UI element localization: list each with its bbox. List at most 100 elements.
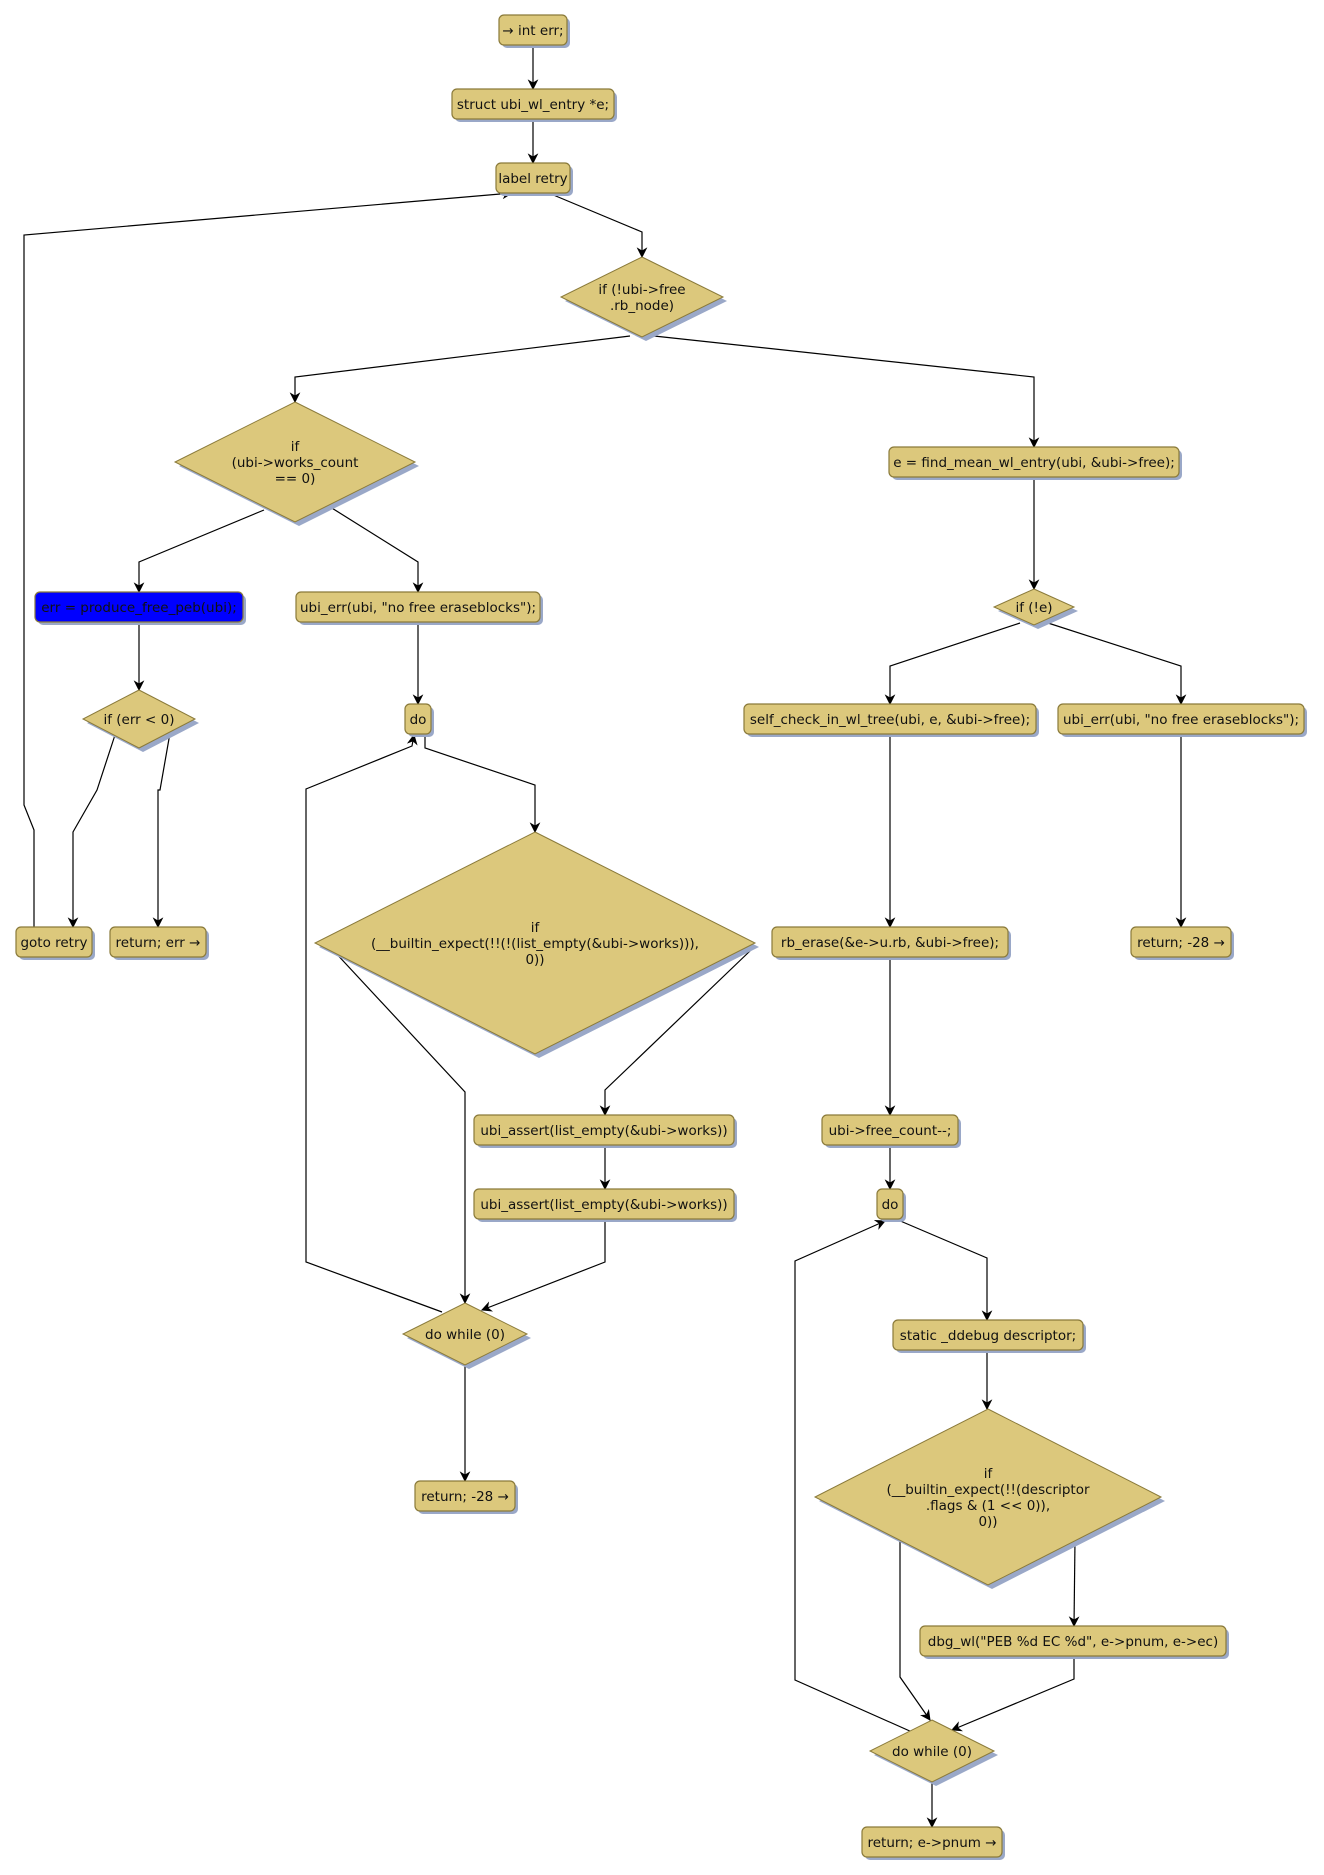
- node-label: if (!e): [1015, 600, 1052, 616]
- statement-box: [919, 1625, 1227, 1657]
- node-produce[interactable]: err = produce_free_peb(ubi);: [34, 591, 246, 625]
- node-label: if: [291, 439, 301, 455]
- node-label: ubi_err(ubi, "no free eraseblocks");: [300, 600, 536, 616]
- node-label: do: [882, 1197, 899, 1213]
- edge-goto_retry-to-label_retry: [23, 188, 514, 927]
- node-label: do while (0): [892, 1744, 972, 1760]
- decision-diamond: [992, 588, 1076, 626]
- node-static-ddebug[interactable]: static _ddebug descriptor;: [892, 1319, 1086, 1353]
- node-label: label retry: [498, 171, 567, 187]
- node-assert2[interactable]: ubi_assert(list_empty(&ubi->works)): [473, 1188, 737, 1222]
- edge-dowhile1-to-do1: [305, 733, 443, 1313]
- node-label: dbg_wl("PEB %d EC %d", e->pnum, e->ec): [928, 1634, 1218, 1650]
- statement-box: [771, 926, 1009, 958]
- node-free-count[interactable]: ubi->free_count--;: [821, 1114, 961, 1148]
- node-label: (__builtin_expect(!!(!(list_empty(&ubi->…: [371, 936, 699, 952]
- node-label: .rb_node): [610, 298, 674, 314]
- statement-box: [861, 1826, 1003, 1858]
- decision-diamond: [401, 1302, 529, 1366]
- statement-box: [404, 703, 432, 735]
- node-label: if: [984, 1466, 994, 1482]
- decision-diamond: [81, 689, 197, 749]
- node-dbg-wl[interactable]: dbg_wl("PEB %d EC %d", e->pnum, e->ec): [919, 1625, 1229, 1659]
- decision-diamond: [813, 1408, 1163, 1586]
- statement-box: [1130, 926, 1232, 958]
- node-struct[interactable]: struct ubi_wl_entry *e;: [451, 88, 617, 122]
- node-label: return; e->pnum →: [867, 1835, 996, 1851]
- node-do2[interactable]: do: [876, 1188, 906, 1222]
- node-if-works[interactable]: if(ubi->works_count== 0): [173, 401, 419, 526]
- edge-if_builtin1-to-assert1: [599, 949, 752, 1117]
- statement-box: [821, 1114, 959, 1146]
- edges-layer: [23, 46, 1187, 1829]
- decision-diamond: [313, 831, 757, 1055]
- node-label: (ubi->works_count: [232, 455, 359, 471]
- decision-diamond: [173, 401, 417, 523]
- edge-if_builtin2-to-dowhile2: [899, 1540, 931, 1721]
- node-return-err[interactable]: return; err →: [109, 926, 209, 960]
- node-if-builtin1[interactable]: if(__builtin_expect(!!(!(list_empty(&ubi…: [313, 831, 759, 1058]
- statement-box: [495, 162, 571, 194]
- node-label: struct ubi_wl_entry *e;: [457, 97, 609, 113]
- node-if-free[interactable]: if (!ubi->free.rb_node): [559, 256, 727, 341]
- edge-if_works-to-produce: [133, 509, 265, 594]
- node-label: .flags & (1 << 0)),: [926, 1498, 1050, 1514]
- node-if-e[interactable]: if (!e): [992, 588, 1078, 629]
- node-label-retry[interactable]: label retry: [495, 162, 573, 196]
- statement-box: [451, 88, 615, 120]
- edge-label_retry-to-if_free: [550, 193, 648, 259]
- edge-if_e-to-ubi_err2: [1047, 622, 1187, 706]
- node-return-pnum[interactable]: return; e->pnum →: [861, 1826, 1005, 1860]
- node-label: e = find_mean_wl_entry(ubi, &ubi->free);: [893, 455, 1175, 471]
- node-label: if (!ubi->free: [598, 282, 685, 298]
- node-label: static _ddebug descriptor;: [900, 1328, 1076, 1344]
- node-dowhile2[interactable]: do while (0): [868, 1719, 998, 1786]
- node-goto-retry[interactable]: goto retry: [15, 926, 95, 960]
- node-label: return; err →: [116, 935, 201, 951]
- edge-if_err-to-return_err: [152, 732, 171, 929]
- node-return-28b[interactable]: return; -28 →: [1130, 926, 1234, 960]
- node-rb-erase[interactable]: rb_erase(&e->u.rb, &ubi->free);: [771, 926, 1011, 960]
- nodes-layer: → int err; struct ubi_wl_entry *e; label r…: [15, 14, 1307, 1860]
- node-assert1[interactable]: ubi_assert(list_empty(&ubi->works)): [473, 1114, 737, 1148]
- node-label: → int err;: [502, 23, 563, 39]
- node-label: ubi->free_count--;: [829, 1123, 952, 1139]
- node-if-err[interactable]: if (err < 0): [81, 689, 199, 752]
- node-label: goto retry: [20, 935, 87, 951]
- node-do1[interactable]: do: [404, 703, 434, 737]
- node-ubi-err1[interactable]: ubi_err(ubi, "no free eraseblocks");: [295, 591, 543, 625]
- node-label: do: [410, 712, 427, 728]
- node-ubi-err2[interactable]: ubi_err(ubi, "no free eraseblocks");: [1057, 703, 1307, 737]
- node-label: do while (0): [425, 1327, 505, 1343]
- node-label: if: [531, 920, 541, 936]
- node-label: (__builtin_expect(!!(descriptor: [886, 1482, 1090, 1498]
- node-find-mean[interactable]: e = find_mean_wl_entry(ubi, &ubi->free);: [888, 446, 1182, 480]
- statement-box: [892, 1319, 1084, 1351]
- statement-box: [498, 14, 568, 46]
- edge-if_works-to-ubi_err1: [326, 504, 424, 594]
- node-label: if (err < 0): [104, 712, 175, 728]
- statement-box: [295, 591, 541, 623]
- node-return-28a[interactable]: return; -28 →: [414, 1480, 518, 1514]
- node-label: ubi_assert(list_empty(&ubi->works)): [480, 1197, 727, 1213]
- statement-box: [743, 703, 1037, 735]
- node-self-check[interactable]: self_check_in_wl_tree(ubi, e, &ubi->free…: [743, 703, 1039, 737]
- edge-dbg_wl-to-dowhile2: [951, 1657, 1075, 1732]
- statement-box: [15, 926, 93, 958]
- decision-diamond: [559, 256, 725, 338]
- node-label: 0)): [978, 1514, 997, 1530]
- statement-box: [876, 1188, 904, 1220]
- node-if-builtin2[interactable]: if(__builtin_expect(!!(descriptor.flags …: [813, 1408, 1165, 1589]
- node-dowhile1[interactable]: do while (0): [401, 1302, 531, 1369]
- node-int-err[interactable]: → int err;: [498, 14, 570, 48]
- edge-if_err-to-goto_retry: [67, 734, 116, 929]
- node-label: return; -28 →: [1137, 935, 1225, 951]
- edge-if_builtin2-to-dbg_wl: [1068, 1539, 1080, 1628]
- edge-do1-to-if_builtin1: [424, 735, 541, 834]
- edge-if_free-to-if_works: [289, 335, 631, 404]
- node-label: == 0): [275, 471, 316, 487]
- decision-diamond: [868, 1719, 996, 1783]
- edge-if_builtin1-to-dowhile1: [332, 949, 471, 1305]
- node-label: err = produce_free_peb(ubi);: [41, 600, 237, 616]
- statement-box: [473, 1114, 735, 1146]
